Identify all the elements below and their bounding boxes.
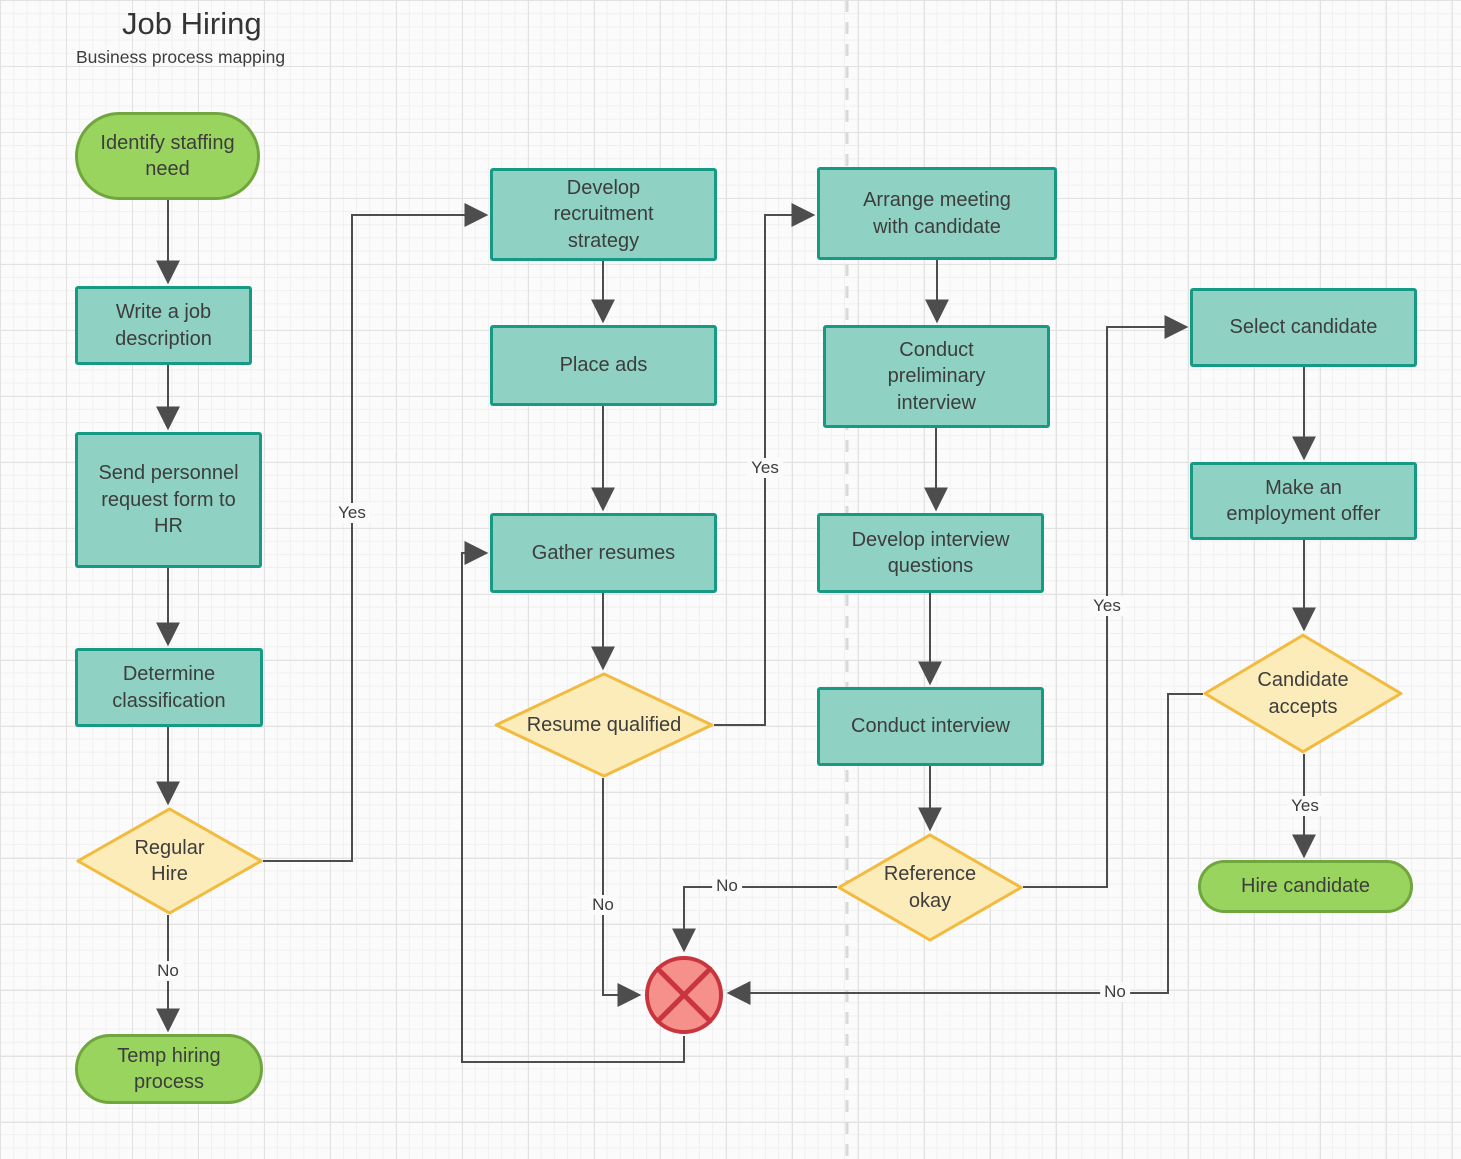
node-hire-candidate[interactable]: Hire candidate [1198, 860, 1413, 913]
diamond-shape [76, 807, 263, 915]
node-label: Reference okay [883, 863, 977, 912]
node-label: Make an employment offer [1226, 476, 1381, 525]
node-gather-resumes[interactable]: Gather resumes [490, 513, 717, 593]
edge-label-accepts-no: No [1100, 982, 1130, 1002]
edge-label-regular-yes: Yes [334, 503, 370, 523]
node-conduct-interview[interactable]: Conduct interview [817, 687, 1044, 766]
node-conduct-preliminary-interview[interactable]: Conduct preliminary interview [823, 325, 1050, 428]
node-send-personnel-request[interactable]: Send personnel request form to HR [75, 432, 262, 568]
edge-reference-no [672, 886, 837, 953]
edge-label-resume-no: No [588, 895, 618, 915]
edge-label-regular-no: No [153, 961, 183, 981]
node-temp-hiring-process[interactable]: Temp hiring process [75, 1034, 263, 1104]
node-label: Conduct interview [851, 715, 1010, 738]
edge-label-reference-no: No [712, 876, 742, 896]
node-arrange-meeting[interactable]: Arrange meeting with candidate [817, 167, 1057, 260]
node-label: Place ads [559, 354, 648, 377]
node-label: Arrange meeting with candidate [863, 189, 1011, 238]
node-write-job-description[interactable]: Write a job description [75, 286, 252, 365]
node-decision-reference-okay[interactable]: Reference okay [837, 833, 1023, 942]
edge-reject-gather [461, 541, 685, 1063]
node-develop-interview-questions[interactable]: Develop interview questions [817, 513, 1044, 593]
node-label: Send personnel request form to HR [98, 462, 239, 538]
edge-label-accepts-yes: Yes [1287, 796, 1323, 816]
edge-label-resume-yes: Yes [747, 458, 783, 478]
node-decision-candidate-accepts[interactable]: Candidate accepts [1203, 633, 1403, 754]
node-make-employment-offer[interactable]: Make an employment offer [1190, 462, 1417, 540]
node-label: Resume qualified [526, 713, 682, 736]
diamond-shape [837, 833, 1023, 942]
crossed-circle-icon [645, 956, 723, 1034]
diagram-title: Job Hiring [122, 6, 262, 41]
node-select-candidate[interactable]: Select candidate [1190, 288, 1417, 367]
edge-regular-yes [263, 203, 489, 862]
node-identify-staffing-need[interactable]: Identify staffing need [75, 112, 260, 200]
node-label: Conduct preliminary interview [887, 338, 986, 414]
node-label: Hire candidate [1241, 875, 1370, 898]
node-develop-recruitment-strategy[interactable]: Develop recruitment strategy [490, 168, 717, 261]
node-place-ads[interactable]: Place ads [490, 325, 717, 406]
node-label: Candidate accepts [1257, 669, 1349, 718]
node-label: Determine classification [112, 663, 226, 712]
node-label: Temp hiring process [117, 1044, 221, 1093]
node-label: Identify staffing need [100, 131, 235, 180]
edge-resume-no [602, 778, 642, 1007]
diamond-shape [1203, 633, 1403, 754]
edge-label-reference-yes: Yes [1089, 596, 1125, 616]
diagram-subtitle: Business process mapping [76, 47, 286, 67]
node-label: Select candidate [1229, 316, 1378, 339]
node-label: Develop interview questions [851, 528, 1010, 577]
node-label: Write a job description [115, 301, 212, 350]
node-reject-terminator[interactable] [643, 954, 725, 1036]
node-determine-classification[interactable]: Determine classification [75, 648, 263, 727]
edge-accepts-no [726, 693, 1203, 1005]
node-decision-regular-hire[interactable]: Regular Hire [76, 807, 263, 915]
node-label: Develop recruitment strategy [553, 176, 654, 252]
node-label: Gather resumes [531, 541, 676, 564]
node-label: Regular Hire [134, 836, 205, 885]
diamond-shape [494, 672, 714, 778]
node-decision-resume-qualified[interactable]: Resume qualified [494, 672, 714, 778]
